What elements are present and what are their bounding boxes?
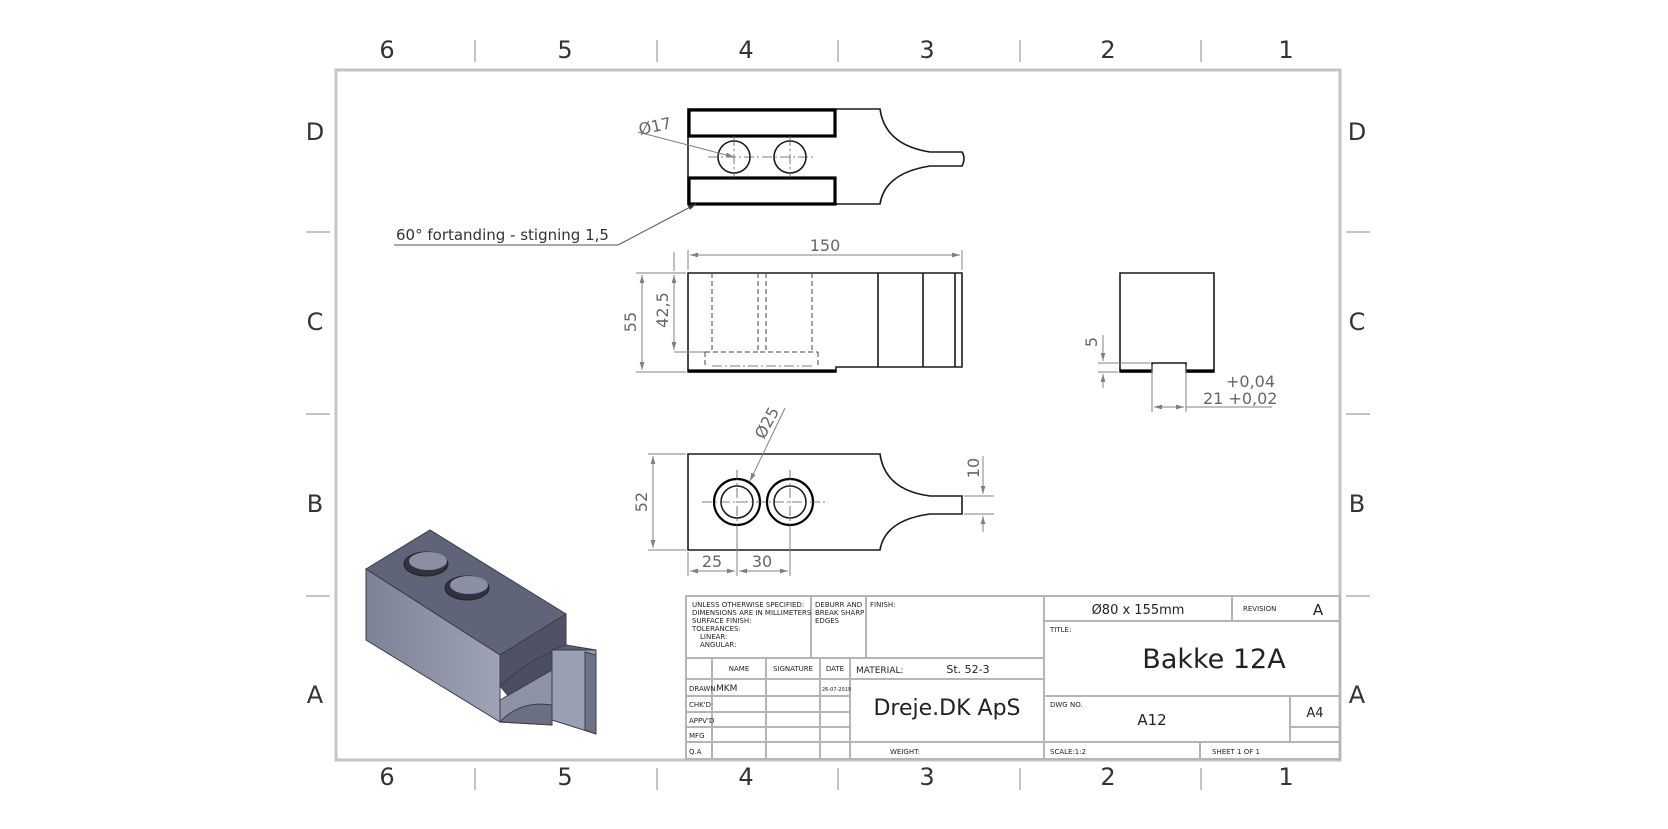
revision-label: REVISION (1243, 605, 1276, 613)
side-view: 5 +0,04 21 +0,02 (1082, 272, 1277, 412)
material-value: St. 52-3 (946, 663, 989, 676)
thread-note: 60° fortanding - stigning 1,5 (396, 226, 609, 244)
row-label-approved: APPV'D (689, 717, 714, 725)
tolerance-note-line: ANGULAR: (700, 641, 736, 649)
company-name: Dreje.DK ApS (873, 696, 1020, 721)
dim-groove-tolerance: +0,04 (1226, 372, 1275, 391)
zone-row-label: C (307, 308, 324, 336)
zone-col-label: 5 (557, 36, 572, 64)
date-header: DATE (826, 665, 844, 673)
finish-label: FINISH: (870, 601, 895, 609)
dwg-no-value: A12 (1137, 711, 1166, 729)
dwg-no-label: DWG NO. (1050, 701, 1083, 709)
bottom-view: Ø25 52 10 25 30 (632, 404, 994, 576)
signature-header: SIGNATURE (773, 665, 813, 673)
stock-size: Ø80 x 155mm (1092, 603, 1185, 618)
top-view: Ø17 60° fortanding - stigning 1,5 (394, 108, 965, 246)
drawn-date: 26-07-2019 (822, 687, 851, 693)
drawn-by: MKM (716, 684, 737, 694)
title-block: UNLESS OTHERWISE SPECIFIED: DIMENSIONS A… (685, 595, 1341, 760)
zone-col-label: 4 (738, 36, 753, 64)
dim-tip: 10 (964, 458, 983, 478)
dim-hole-pitch: 30 (752, 552, 772, 571)
zone-row-label: B (307, 490, 323, 518)
deburr-note-line: DEBURR AND (815, 601, 862, 609)
name-header: NAME (729, 665, 750, 673)
deburr-note-line: BREAK SHARP (815, 609, 864, 617)
tolerance-note-line: DIMENSIONS ARE IN MILLIMETERS (692, 609, 812, 617)
zone-row-label: B (1349, 490, 1365, 518)
zone-col-label: 6 (379, 763, 394, 791)
zone-row-label: D (306, 118, 324, 146)
row-label-checked: CHK'D (689, 701, 711, 709)
hole-diameter-note: Ø17 (637, 113, 673, 138)
zone-row-label: A (1349, 681, 1366, 709)
front-view: 150 55 42,5 (621, 236, 963, 373)
zone-col-label: 4 (738, 763, 753, 791)
weight-label: WEIGHT: (890, 748, 920, 756)
tolerance-note-line: TOLERANCES: (691, 625, 741, 633)
tolerance-note-line: UNLESS OTHERWISE SPECIFIED: (692, 601, 804, 609)
revision-value: A (1313, 601, 1324, 619)
row-label-mfg: MFG (689, 732, 705, 740)
dim-width: 52 (632, 492, 651, 512)
zone-row-label: D (1348, 118, 1366, 146)
zone-labels: 6 5 4 3 2 1 6 5 4 3 2 1 D C B A D C B A (306, 36, 1366, 791)
sheet-size: A4 (1306, 706, 1323, 721)
zone-row-label: C (1349, 308, 1366, 336)
dim-length: 150 (810, 236, 841, 255)
zone-col-label: 2 (1100, 763, 1115, 791)
deburr-note-line: EDGES (815, 617, 840, 625)
row-label-drawn: DRAWN (689, 685, 716, 693)
dim-hole-offset: 25 (702, 552, 722, 571)
dim-height-slot: 42,5 (653, 292, 672, 328)
tolerance-note-line: SURFACE FINISH: (692, 617, 751, 625)
zone-col-label: 3 (919, 763, 934, 791)
zone-col-label: 2 (1100, 36, 1115, 64)
row-label-qa: Q.A (689, 748, 702, 756)
dim-groove-depth: 5 (1082, 337, 1101, 347)
zone-col-label: 5 (557, 763, 572, 791)
tolerance-note-line: LINEAR: (700, 633, 727, 641)
isometric-view (365, 529, 597, 735)
material-label: MATERIAL: (856, 666, 904, 676)
zone-col-label: 6 (379, 36, 394, 64)
zone-col-label: 1 (1278, 763, 1293, 791)
sheet-count: SHEET 1 OF 1 (1212, 748, 1260, 756)
scale-label: SCALE:1:2 (1050, 748, 1086, 756)
dim-height-total: 55 (621, 312, 640, 332)
title-label: TITLE: (1049, 626, 1071, 634)
zone-col-label: 3 (919, 36, 934, 64)
drawing-title: Bakke 12A (1142, 644, 1286, 675)
dim-groove-width: 21 +0,02 (1203, 389, 1277, 408)
zone-col-label: 1 (1278, 36, 1293, 64)
zone-row-label: A (307, 681, 324, 709)
